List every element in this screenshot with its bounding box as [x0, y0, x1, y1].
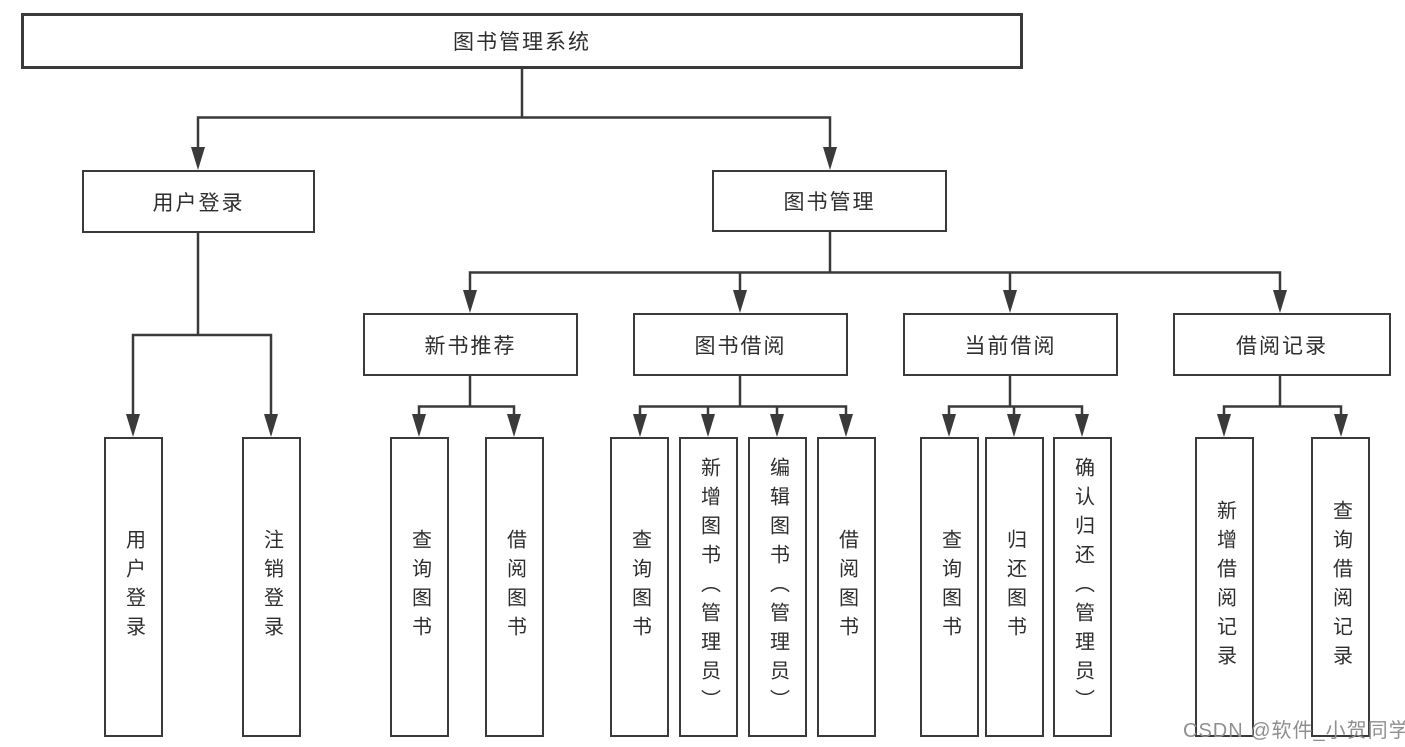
node-user-login: 用户登录: [82, 170, 315, 233]
csdn-watermark: CSDN @软件_小贺同学: [1183, 720, 1405, 742]
node-new-book-recommend: 新书推荐: [363, 313, 578, 376]
leaf-borrow-books-recommend: 借阅图书: [485, 437, 544, 737]
node-root-library-system: 图书管理系统: [21, 13, 1023, 69]
leaf-borrow-books-borrowing: 借阅图书: [817, 437, 876, 737]
node-current-borrowing: 当前借阅: [903, 313, 1118, 376]
connector-book-borrow-branch: [638, 374, 848, 430]
leaf-confirm-return-admin: 确认归还（管理员）: [1053, 437, 1112, 737]
connector-new-book-branch: [417, 374, 516, 430]
node-book-borrowing: 图书借阅: [633, 313, 848, 376]
leaf-logout: 注销登录: [242, 437, 301, 737]
leaf-add-book-admin: 新增图书（管理员）: [679, 437, 738, 737]
leaf-query-books-current: 查询图书: [920, 437, 979, 737]
node-borrowing-records: 借阅记录: [1173, 313, 1391, 376]
leaf-user-login: 用户登录: [104, 437, 163, 737]
connector-book-mgmt-branch: [468, 230, 1282, 306]
leaf-query-books-borrowing: 查询图书: [610, 437, 669, 737]
node-book-management: 图书管理: [712, 170, 947, 232]
leaf-query-borrow-record: 查询借阅记录: [1311, 437, 1370, 737]
connector-user-login-branch: [131, 231, 273, 430]
leaf-return-book: 归还图书: [985, 437, 1044, 737]
leaf-add-borrow-record: 新增借阅记录: [1195, 437, 1254, 737]
connector-root-to-level2: [196, 67, 832, 162]
connector-borrow-record-branch: [1222, 374, 1343, 430]
leaf-query-books-recommend: 查询图书: [390, 437, 449, 737]
leaf-edit-book-admin: 编辑图书（管理员）: [748, 437, 807, 737]
